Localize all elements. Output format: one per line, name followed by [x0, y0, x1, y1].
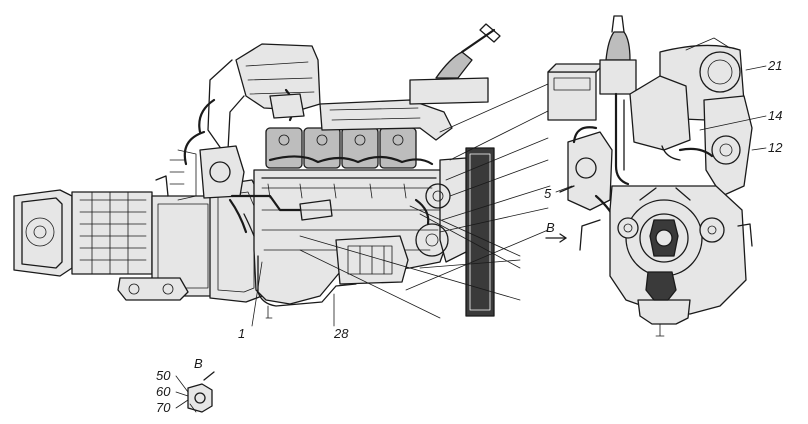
callout-60: 60 [156, 384, 171, 399]
callout-14: 14 [768, 108, 782, 123]
detail-view-b: B 50 60 70 [156, 356, 215, 415]
callout-70: 70 [156, 400, 171, 415]
reference-plate [547, 71, 597, 121]
leader-12 [751, 147, 767, 151]
projection-lines [299, 83, 551, 319]
callout-12: 12 [768, 140, 783, 155]
detail-title-b: B [194, 356, 203, 371]
callout-28: 28 [333, 326, 349, 341]
transmission-housing [13, 189, 215, 301]
view-ref-b: B [546, 220, 555, 235]
engine-front-view: 21 14 12 5 B [544, 15, 783, 337]
callout-5: 5 [544, 186, 552, 201]
leader-21 [745, 65, 767, 71]
leader-5 [555, 185, 573, 193]
engine-block [155, 23, 501, 319]
fitting-detail [187, 383, 213, 413]
callout-21: 21 [767, 58, 782, 73]
leader-1 [251, 261, 263, 327]
engine-side-view: 1 28 [13, 23, 551, 341]
callout-50: 50 [156, 368, 171, 383]
callout-1: 1 [238, 326, 245, 341]
leader-14 [699, 115, 767, 131]
